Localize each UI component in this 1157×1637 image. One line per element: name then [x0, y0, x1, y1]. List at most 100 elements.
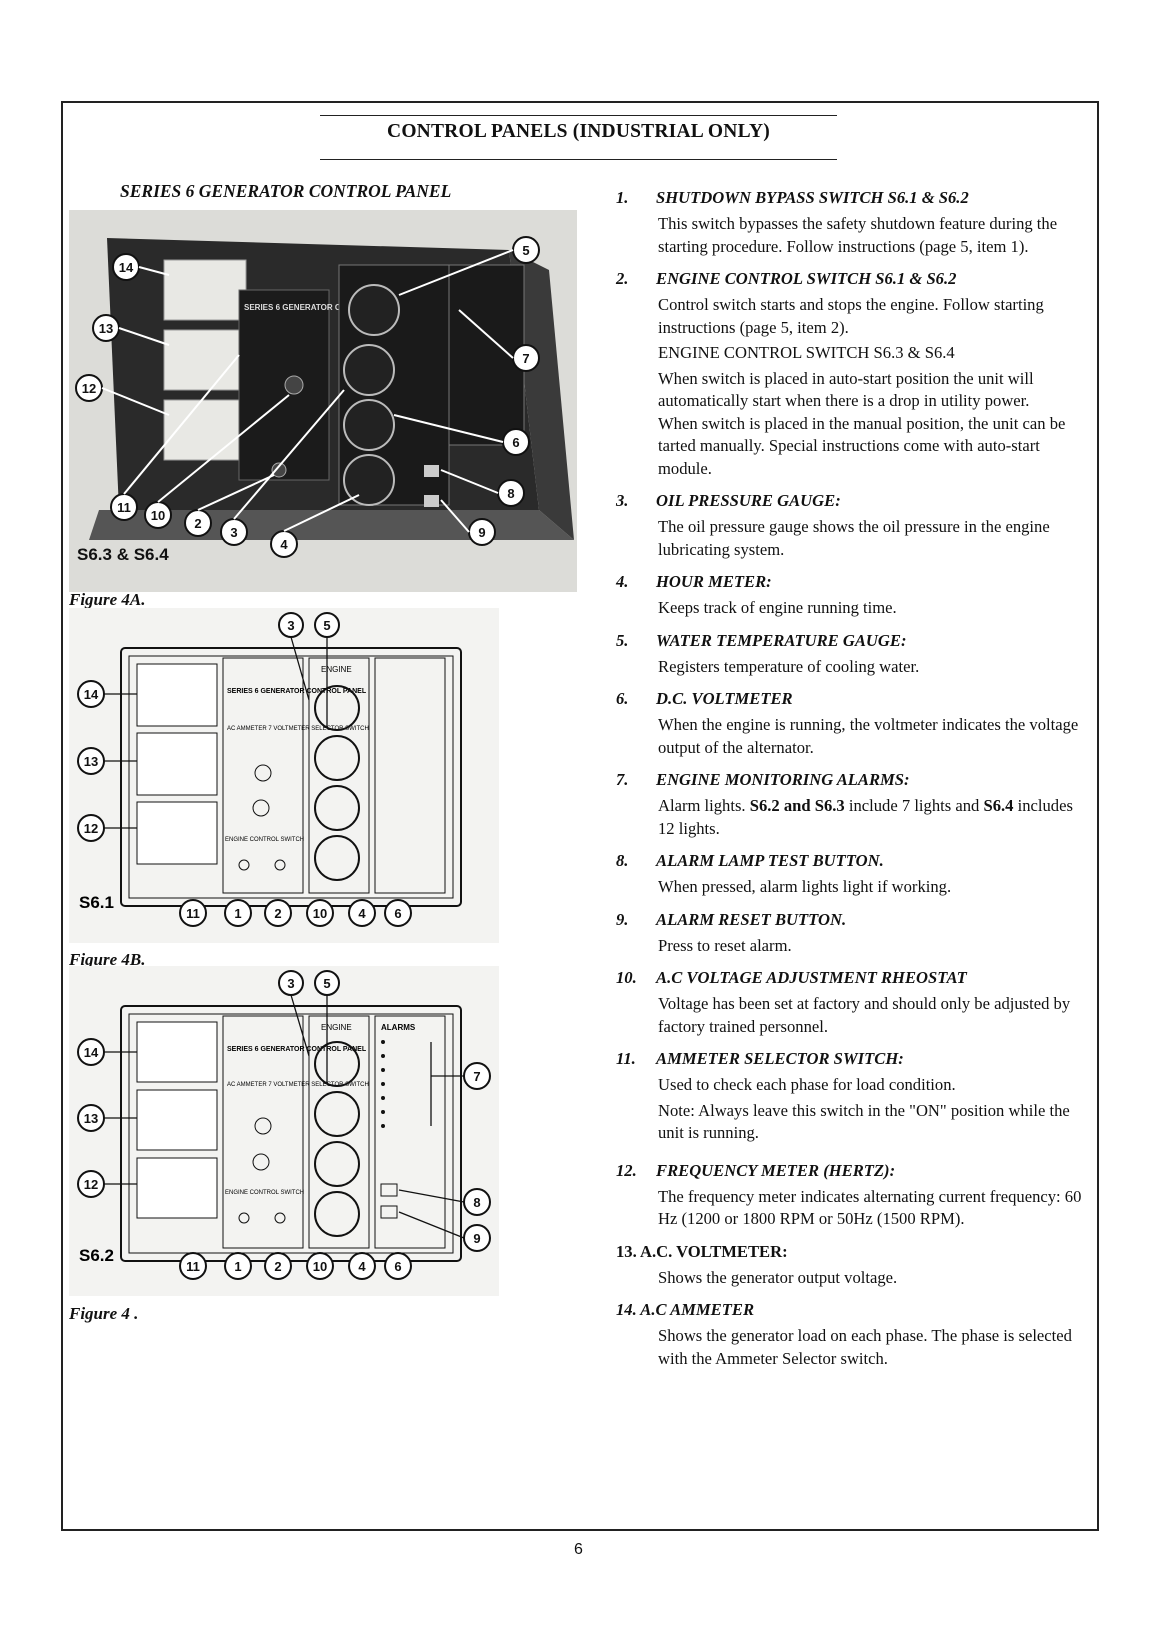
list-item: 2. ENGINE CONTROL SWITCH S6.1 & S6.2 Cont… — [616, 267, 1086, 480]
svg-text:2: 2 — [194, 516, 201, 531]
title-rule-top — [320, 115, 837, 116]
svg-text:6: 6 — [512, 435, 519, 450]
list-item: 14. A.C AMMETER Shows the generator load… — [616, 1298, 1086, 1370]
svg-text:6: 6 — [394, 906, 401, 921]
model-label-4: S6.2 — [79, 1246, 114, 1265]
svg-text:11: 11 — [186, 906, 200, 921]
list-item: 11.AMMETER SELECTOR SWITCH: Used to chec… — [616, 1047, 1086, 1145]
selector-label-4b: AC AMMETER 7 VOLTMETER SELECTOR SWITCH — [227, 726, 369, 732]
item-number: 6. — [616, 689, 629, 708]
item-list: 1.SHUTDOWN BYPASS SWITCH S6.1 & S6.2 Thi… — [616, 186, 1086, 1379]
svg-text:11: 11 — [117, 500, 131, 515]
figure-4-image: SERIES 6 GENERATOR CONTROL PANEL AC AMME… — [69, 966, 499, 1296]
item-text: ENGINE CONTROL SWITCH S6.3 & S6.4 — [658, 343, 955, 362]
item-text: The frequency meter indicates alternatin… — [658, 1186, 1082, 1229]
item-number: 11. — [616, 1049, 636, 1068]
item-text: Shows the generator output voltage. — [658, 1267, 898, 1287]
item-text: Shows the generator load on each phase. … — [658, 1326, 1072, 1368]
item-number: 12. — [616, 1160, 637, 1180]
svg-text:2: 2 — [274, 906, 281, 921]
panel-label-4: SERIES 6 GENERATOR CONTROL PANEL — [227, 1046, 367, 1053]
svg-text:10: 10 — [151, 508, 165, 523]
svg-text:12: 12 — [84, 821, 98, 836]
panel-label-4a: SERIES 6 GENERATOR CONTROL PANEL — [244, 303, 403, 312]
engine-label-4b: ENGINE — [321, 665, 352, 674]
item-heading: A.C VOLTAGE ADJUSTMENT RHEOSTAT — [656, 968, 967, 987]
item-heading: HOUR METER: — [656, 572, 772, 591]
page-frame — [61, 101, 1099, 1531]
item-heading: ENGINE MONITORING ALARMS: — [656, 770, 910, 789]
svg-text:6: 6 — [394, 1259, 401, 1274]
list-item: 8. ALARM LAMP TEST BUTTON. When pressed, … — [616, 849, 1086, 899]
svg-text:3: 3 — [287, 976, 294, 991]
item-heading: ALARM LAMP TEST BUTTON. — [656, 851, 884, 870]
switch-label-4: ENGINE CONTROL SWITCH — [225, 1190, 304, 1196]
item-heading: ENGINE CONTROL SWITCH S6.1 & S6.2 — [656, 269, 957, 288]
item-number: 4. — [616, 572, 629, 591]
svg-text:4: 4 — [280, 537, 288, 552]
figure-4b-caption: Figure 4B. — [69, 950, 146, 969]
item-number: 3. — [616, 491, 629, 510]
item-text: Note: Always leave this switch in the "O… — [658, 1100, 1070, 1143]
list-item: 1.SHUTDOWN BYPASS SWITCH S6.1 & S6.2 Thi… — [616, 186, 1086, 258]
list-item: 4. HOUR METER: Keeps track of engine runn… — [616, 570, 1086, 620]
item-number: 9. — [616, 909, 629, 929]
svg-text:14: 14 — [84, 687, 99, 702]
item-number: 10. — [616, 968, 637, 987]
svg-text:4: 4 — [358, 1259, 366, 1274]
page-number: 6 — [574, 1541, 583, 1558]
svg-text:8: 8 — [473, 1195, 480, 1210]
item-text: Alarm lights. S6.2 and S6.3 include 7 li… — [658, 796, 1073, 838]
svg-text:5: 5 — [323, 976, 330, 991]
list-item: 10.A.C VOLTAGE ADJUSTMENT RHEOSTAT Volta… — [616, 966, 1086, 1038]
svg-text:1: 1 — [234, 1259, 241, 1274]
item-number: 5. — [616, 630, 629, 650]
item-text: When switch is placed in auto-start posi… — [658, 368, 1034, 411]
item-text: When the engine is running, the voltmete… — [658, 715, 1079, 757]
figure-4b-image: SERIES 6 GENERATOR CONTROL PANEL AC AMME… — [69, 608, 499, 943]
item-number: 2. — [616, 269, 629, 288]
item-text: The oil pressure gauge shows the oil pre… — [658, 517, 1050, 559]
svg-text:2: 2 — [274, 1259, 281, 1274]
svg-text:8: 8 — [507, 486, 514, 501]
engine-label-4: ENGINE — [321, 1023, 352, 1032]
item-text: Control switch starts and stops the engi… — [658, 295, 1044, 337]
svg-text:13: 13 — [84, 1111, 98, 1126]
item-number: 1. — [616, 188, 629, 207]
list-item: 6. D.C. VOLTMETER When the engine is runn… — [616, 687, 1086, 759]
svg-text:11: 11 — [186, 1259, 200, 1274]
list-item: 3.OIL PRESSURE GAUGE: The oil pressure g… — [616, 489, 1086, 561]
svg-text:10: 10 — [313, 906, 327, 921]
list-item: 5.WATER TEMPERATURE GAUGE: Registers tem… — [616, 629, 1086, 679]
model-label-4b: S6.1 — [79, 893, 114, 912]
item-text: Keeps track of engine running time. — [658, 598, 897, 617]
svg-text:1: 1 — [234, 906, 241, 921]
list-item: 12. FREQUENCY METER (HERTZ): The frequenc… — [616, 1159, 1086, 1231]
item-text: Used to check each phase for load condit… — [658, 1075, 956, 1094]
item-text: When switch is placed in the manual posi… — [658, 413, 1066, 478]
item-heading: FREQUENCY METER (HERTZ): — [656, 1160, 896, 1180]
alarms-label-4: ALARMS — [381, 1023, 416, 1032]
svg-text:9: 9 — [473, 1231, 480, 1246]
item-heading: 14. A.C AMMETER — [616, 1300, 755, 1319]
model-label-4a: S6.3 & S6.4 — [77, 545, 169, 564]
svg-text:4: 4 — [358, 906, 366, 921]
svg-text:7: 7 — [473, 1069, 480, 1084]
svg-text:10: 10 — [313, 1259, 327, 1274]
item-text: When pressed, alarm lights light if work… — [658, 877, 952, 896]
item-text: Registers temperature of cooling water. — [658, 656, 920, 676]
selector-label-4: AC AMMETER 7 VOLTMETER SELECTOR SWITCH — [227, 1082, 369, 1088]
item-number: 8. — [616, 851, 629, 870]
item-text: Press to reset alarm. — [658, 935, 792, 955]
svg-text:3: 3 — [230, 525, 237, 540]
svg-text:9: 9 — [478, 525, 485, 540]
list-item: 13. A.C. VOLTMETER: Shows the generator … — [616, 1240, 1086, 1290]
figure-4a-caption: Figure 4A. — [69, 590, 146, 609]
list-item: 7.ENGINE MONITORING ALARMS: Alarm lights… — [616, 768, 1086, 840]
switch-label-4b: ENGINE CONTROL SWITCH — [225, 837, 304, 843]
title-rule-bottom — [320, 159, 837, 160]
svg-text:5: 5 — [323, 618, 330, 633]
list-item: 9.ALARM RESET BUTTON. Press to reset ala… — [616, 908, 1086, 958]
item-heading: D.C. VOLTMETER — [656, 689, 793, 708]
figure-4a-image: SERIES 6 GENERATOR CONTROL PANEL 14 13 1… — [69, 210, 577, 592]
